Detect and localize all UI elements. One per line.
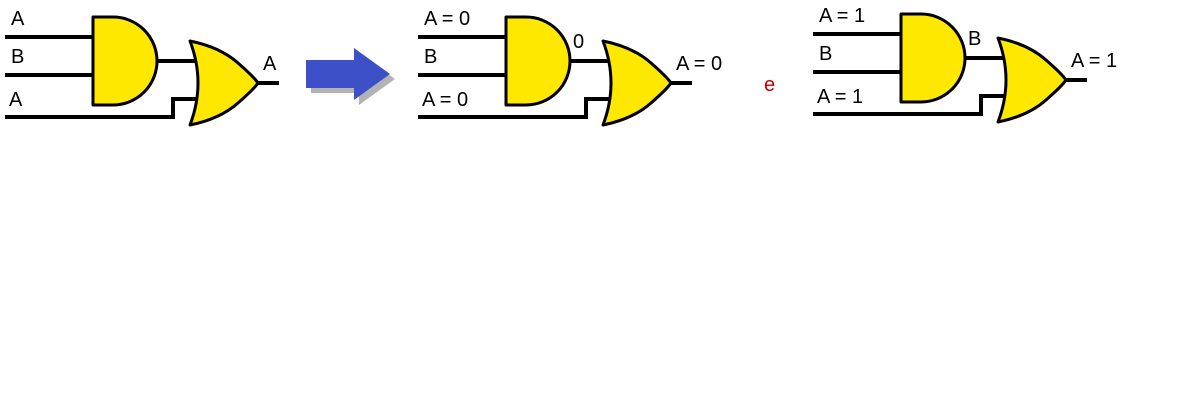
input-mid-label: B: [819, 43, 833, 65]
circuit-wiring: [418, 15, 692, 127]
circuit-wiring: [5, 15, 279, 127]
and-output-label: 0: [573, 31, 585, 53]
or-gate: [601, 39, 673, 127]
wire-input-bottom: [5, 97, 205, 119]
and-gate: [504, 15, 572, 107]
separator-text: e: [764, 74, 776, 96]
input-mid-label: B: [11, 46, 25, 68]
input-mid-label: B: [424, 46, 438, 68]
circuit-original: A B A A: [5, 5, 325, 155]
input-top-label: A = 0: [424, 8, 471, 30]
arrow-body: [306, 48, 390, 100]
output-label: A = 0: [676, 53, 723, 75]
input-top-label: A: [11, 8, 25, 30]
or-gate: [188, 39, 260, 127]
and-gate: [899, 12, 967, 104]
or-gate: [996, 36, 1068, 124]
and-gate: [91, 15, 159, 107]
input-bottom-label: A: [9, 89, 23, 111]
wire-input-bottom: [813, 94, 1013, 116]
output-label: A: [263, 53, 277, 75]
input-top-label: A = 1: [819, 5, 866, 27]
implies-arrow: [306, 44, 398, 112]
input-bottom-label: A = 1: [817, 86, 864, 108]
circuit-wiring: [813, 12, 1087, 124]
input-bottom-label: A = 0: [422, 89, 469, 111]
circuit-a-equals-0: A = 0 B A = 0 0 A = 0: [418, 5, 738, 155]
circuit-a-equals-1: A = 1 B A = 1 B A = 1: [813, 2, 1133, 152]
output-label: A = 1: [1071, 50, 1118, 72]
blue-right-arrow-icon: [306, 48, 395, 105]
wire-input-bottom: [418, 97, 618, 119]
and-output-label: B: [968, 28, 982, 50]
